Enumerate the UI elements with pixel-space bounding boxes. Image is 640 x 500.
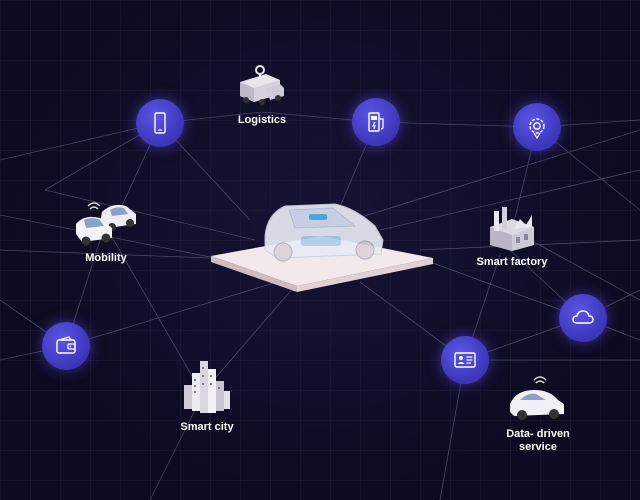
data-driven-service-label: Data- driven service [506, 428, 570, 453]
smart-factory-label: Smart factory [476, 256, 548, 268]
phone-icon [154, 112, 166, 134]
cloud-icon [572, 310, 594, 324]
truck-icon [240, 65, 284, 105]
id-card-icon [454, 352, 476, 368]
wallet-icon [56, 336, 76, 354]
mobility-label: Mobility [85, 252, 127, 264]
id-card-node[interactable] [441, 336, 489, 384]
mobility-cars-icon [76, 202, 136, 246]
connected-car-icon [510, 376, 564, 420]
wallet-node[interactable] [42, 322, 90, 370]
gear-node[interactable] [513, 103, 561, 151]
smart-city-label: Smart city [180, 421, 234, 433]
platform-car [211, 203, 433, 292]
logistics-label: Logistics [237, 114, 287, 126]
phone-node[interactable] [136, 99, 184, 147]
gear-icon [529, 118, 545, 140]
ev-charger-icon [368, 112, 384, 132]
city-buildings-icon [184, 361, 230, 413]
ev-charger-node[interactable] [352, 98, 400, 146]
cloud-node[interactable] [559, 294, 607, 342]
factory-icon [490, 207, 534, 251]
